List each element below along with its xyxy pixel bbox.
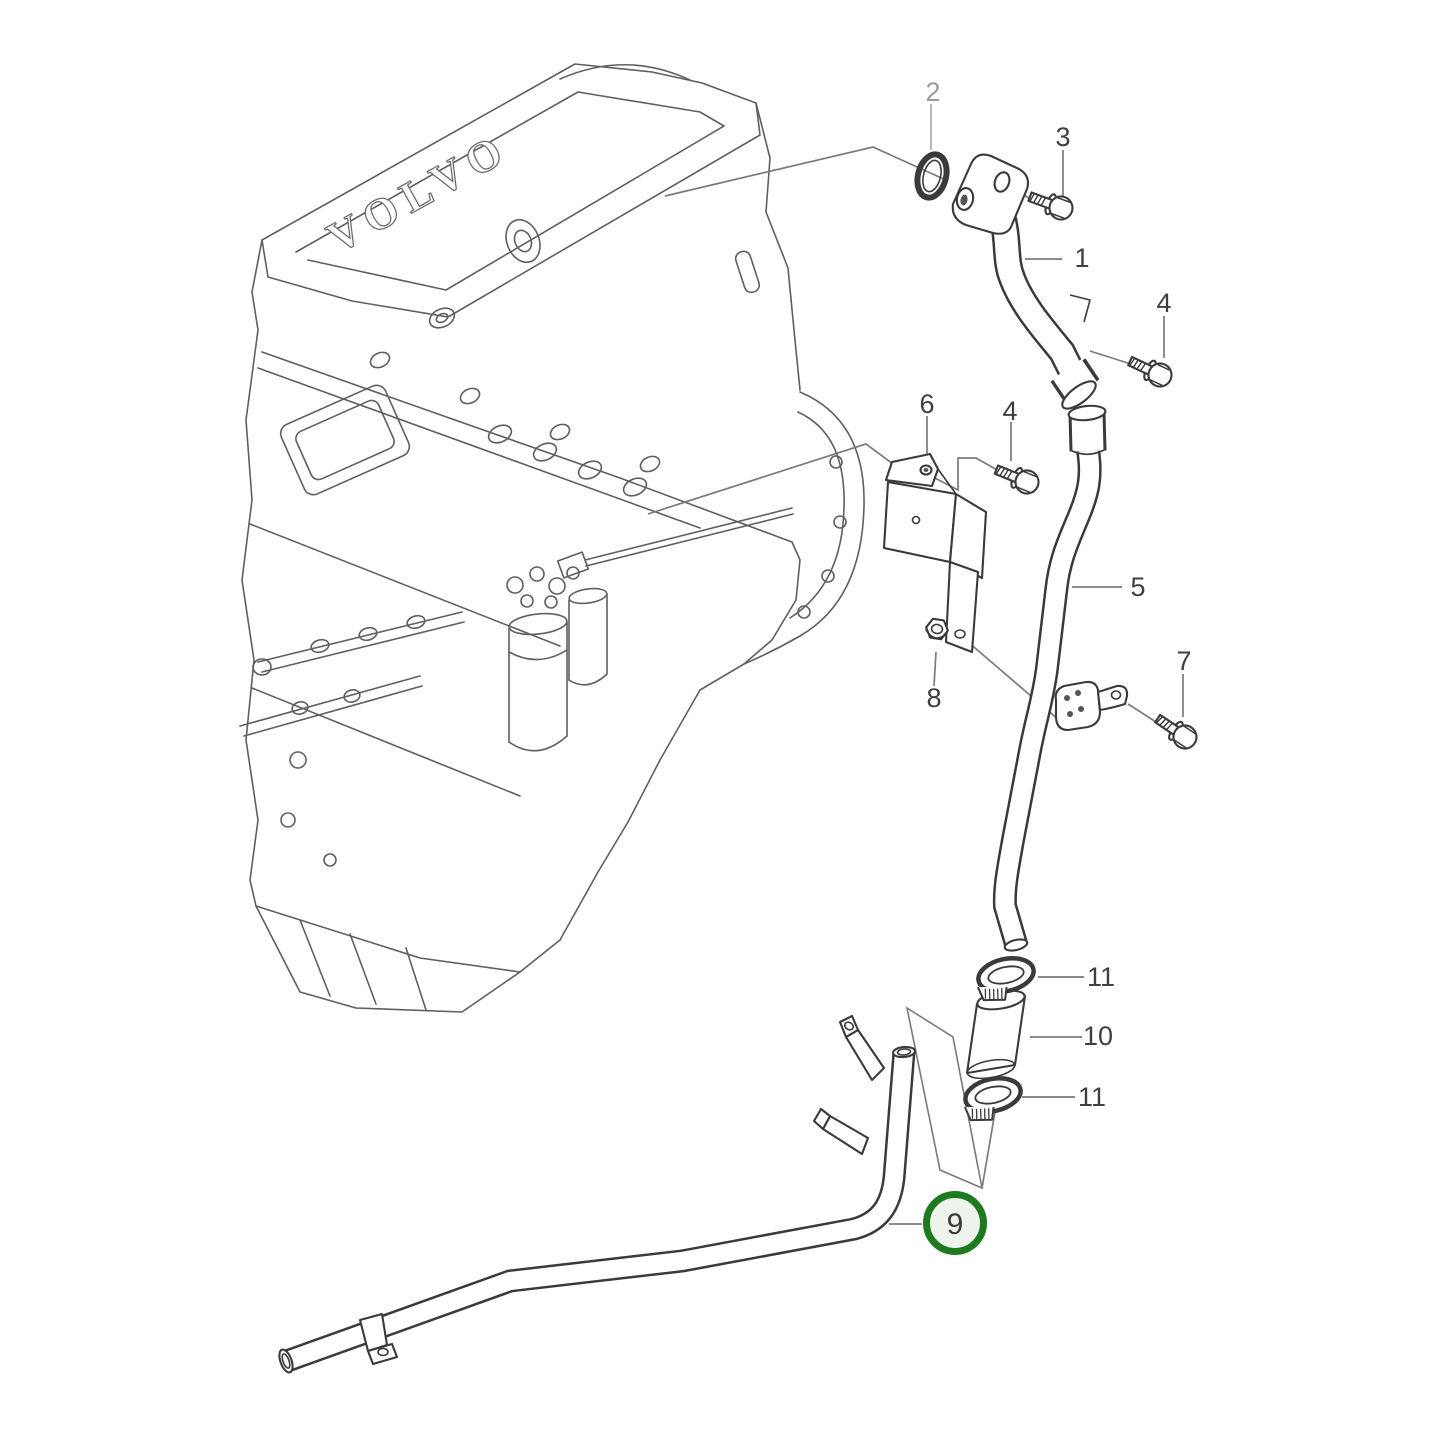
part-pipe-lower-9: [278, 1014, 917, 1374]
pipe9-upper-tab: [844, 1028, 886, 1082]
part-bolt-7: [1150, 707, 1203, 755]
highlight-ring: [923, 1191, 987, 1255]
part-bolt-4a: [1124, 349, 1177, 392]
callout-5[interactable]: 5: [1130, 572, 1145, 602]
callout-9: 9: [947, 1208, 964, 1241]
callout-11b[interactable]: 11: [1078, 1082, 1106, 1112]
callout-labels: 2 3 1 4 6 4 5 7 8 11 10 11: [919, 77, 1191, 1112]
part-pipe-main-5: [992, 404, 1129, 952]
leader-callout-7: [1127, 674, 1184, 723]
engine-illustration: VOLVO: [239, 63, 865, 1013]
part-pipe-upper-1: [951, 153, 1100, 410]
callout-10[interactable]: 10: [1083, 1021, 1113, 1051]
part-bolt-4b: [991, 457, 1044, 499]
callout-1[interactable]: 1: [1074, 243, 1089, 273]
leader-callout-4a: [1089, 316, 1165, 367]
callout-4a[interactable]: 4: [1156, 288, 1171, 318]
assembly-wedge: [905, 1006, 984, 1190]
part-clamp-upper-11: [973, 954, 1038, 1005]
callout-8[interactable]: 8: [926, 683, 941, 713]
pipe9-lower-tab: [821, 1114, 870, 1156]
volvo-logo-text: VOLVO: [319, 123, 518, 263]
leader-callout-4b: [932, 422, 1012, 492]
part-oring-2: [914, 151, 950, 201]
callout-11a[interactable]: 11: [1087, 962, 1115, 992]
pipe1-flange: [951, 153, 1030, 235]
callout-4b[interactable]: 4: [1002, 396, 1017, 426]
part-bolt-3: [1025, 184, 1077, 224]
part-bracket-6: [882, 452, 988, 654]
callout-2[interactable]: 2: [925, 77, 940, 107]
leader-lines: [647, 104, 1184, 1225]
pipe5-flange: [1054, 680, 1102, 732]
pipe1-tab: [1069, 294, 1091, 323]
part-nut-8: [925, 617, 949, 641]
part-sleeve-10: [965, 989, 1027, 1080]
callout-3[interactable]: 3: [1055, 122, 1070, 152]
callout-6[interactable]: 6: [919, 389, 934, 419]
part-clamp-lower-11: [960, 1074, 1025, 1125]
leader-callout-11b: [981, 1096, 1075, 1189]
highlight-callout-9[interactable]: 9: [923, 1191, 987, 1255]
callout-7[interactable]: 7: [1176, 646, 1191, 676]
